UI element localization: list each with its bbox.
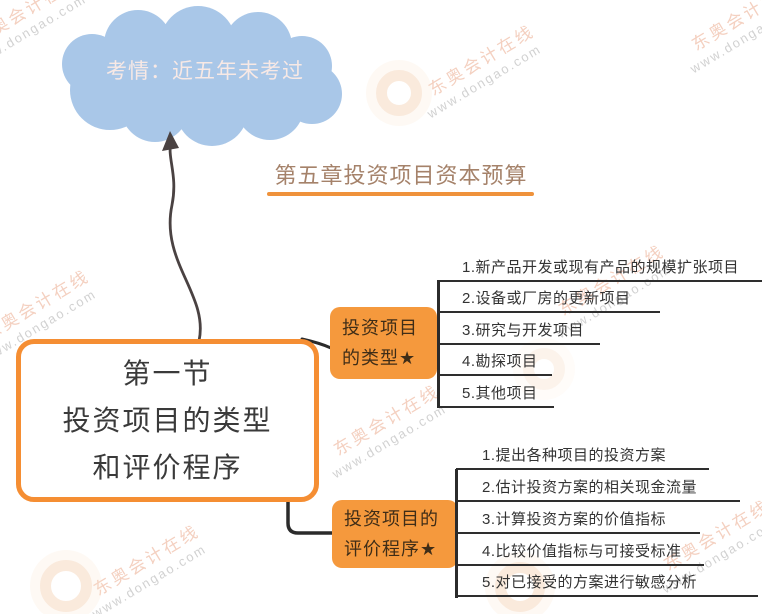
list-item: 1.提出各种项目的投资方案 xyxy=(456,438,709,470)
list-item: 4.比较价值指标与可接受标准 xyxy=(456,534,704,566)
list-item: 2.估计投资方案的相关现金流量 xyxy=(456,470,740,502)
evaluation-procedure-item-group: 1.提出各种项目的投资方案 2.估计投资方案的相关现金流量 3.计算投资方案的价… xyxy=(455,438,758,598)
chapter-title: 第五章投资项目资本预算 xyxy=(274,163,528,188)
exam-note-text: 考情：近五年未考过 xyxy=(106,60,304,83)
chapter-title-underline xyxy=(267,192,534,196)
list-item: 3.计算投资方案的价值指标 xyxy=(456,502,700,534)
section-node: 第一节 投资项目的类型 和评价程序 xyxy=(16,339,319,502)
bracket-line xyxy=(455,469,458,598)
list-item: 5.其他项目 xyxy=(438,376,554,408)
list-item: 1.新产品开发或现有产品的规模扩张项目 xyxy=(438,250,762,282)
section-node-line1: 第一节 xyxy=(122,358,213,389)
branch-label-line2: 的类型★ xyxy=(342,348,417,368)
list-item: 3.研究与开发项目 xyxy=(438,313,600,345)
cloud-connector-arrow xyxy=(162,131,202,343)
list-item: 2.设备或厂房的更新项目 xyxy=(438,282,660,313)
branch-node-project-types: 投资项目 的类型★ xyxy=(330,307,437,379)
list-item: 5.对已接受的方案进行敏感分析 xyxy=(456,566,758,598)
branch-label-line1: 投资项目 xyxy=(342,318,418,338)
branch-label-line1: 投资项目的 xyxy=(344,509,439,529)
bracket-line xyxy=(437,280,440,408)
branch-label-line2: 评价程序★ xyxy=(344,539,438,559)
cloud-shape xyxy=(62,6,342,146)
project-types-item-group: 1.新产品开发或现有产品的规模扩张项目 2.设备或厂房的更新项目 3.研究与开发… xyxy=(437,250,762,408)
connector-procedure-node xyxy=(286,497,335,535)
section-node-line3: 和评价程序 xyxy=(92,452,243,483)
section-node-line2: 投资项目的类型 xyxy=(62,405,273,436)
branch-node-evaluation-procedure: 投资项目的 评价程序★ xyxy=(332,500,458,568)
list-item: 4.勘探项目 xyxy=(438,345,552,376)
